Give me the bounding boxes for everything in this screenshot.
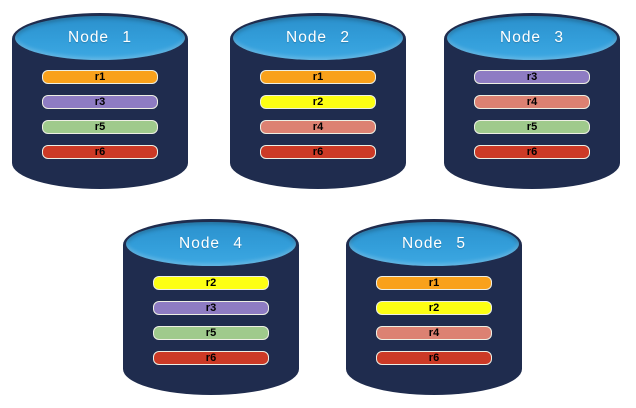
replica-bar-r3: r3 (474, 70, 590, 84)
replica-bar-r6: r6 (153, 351, 269, 365)
replica-list: r1 r3 r5 r6 (12, 70, 188, 159)
node-label: Node 2 (286, 29, 350, 46)
replica-list: r1 r2 r4 r6 (346, 276, 522, 365)
replica-bar-r1: r1 (260, 70, 376, 84)
database-node: Node 4 r2 r3 r5 r6 (123, 219, 299, 395)
replica-list: r3 r4 r5 r6 (444, 70, 620, 159)
replica-bar-r3: r3 (153, 301, 269, 315)
database-node: Node 2 r1 r2 r4 r6 (230, 13, 406, 189)
replica-bar-r5: r5 (153, 326, 269, 340)
replica-bar-r4: r4 (260, 120, 376, 134)
replica-bar-r2: r2 (153, 276, 269, 290)
node-label: Node 5 (402, 235, 466, 252)
replica-bar-r2: r2 (376, 301, 492, 315)
replica-bar-r6: r6 (474, 145, 590, 159)
cylinder-top-ellipse: Node 5 (349, 222, 519, 266)
replica-bar-r5: r5 (42, 120, 158, 134)
database-node: Node 5 r1 r2 r4 r6 (346, 219, 522, 395)
replica-bar-r1: r1 (376, 276, 492, 290)
replica-bar-r2: r2 (260, 95, 376, 109)
cylinder-top-ellipse: Node 4 (126, 222, 296, 266)
database-node: Node 1 r1 r3 r5 r6 (12, 13, 188, 189)
database-node: Node 3 r3 r4 r5 r6 (444, 13, 620, 189)
replica-list: r1 r2 r4 r6 (230, 70, 406, 159)
replica-bar-r6: r6 (42, 145, 158, 159)
replica-bar-r1: r1 (42, 70, 158, 84)
replica-bar-r6: r6 (376, 351, 492, 365)
node-label: Node 1 (68, 29, 132, 46)
node-label: Node 3 (500, 29, 564, 46)
replica-bar-r6: r6 (260, 145, 376, 159)
node-label: Node 4 (179, 235, 243, 252)
cylinder-top-ellipse: Node 1 (15, 16, 185, 60)
cylinder-top-ellipse: Node 2 (233, 16, 403, 60)
replica-list: r2 r3 r5 r6 (123, 276, 299, 365)
replica-bar-r3: r3 (42, 95, 158, 109)
cylinder-top-ellipse: Node 3 (447, 16, 617, 60)
replica-bar-r5: r5 (474, 120, 590, 134)
replica-bar-r4: r4 (474, 95, 590, 109)
replica-bar-r4: r4 (376, 326, 492, 340)
